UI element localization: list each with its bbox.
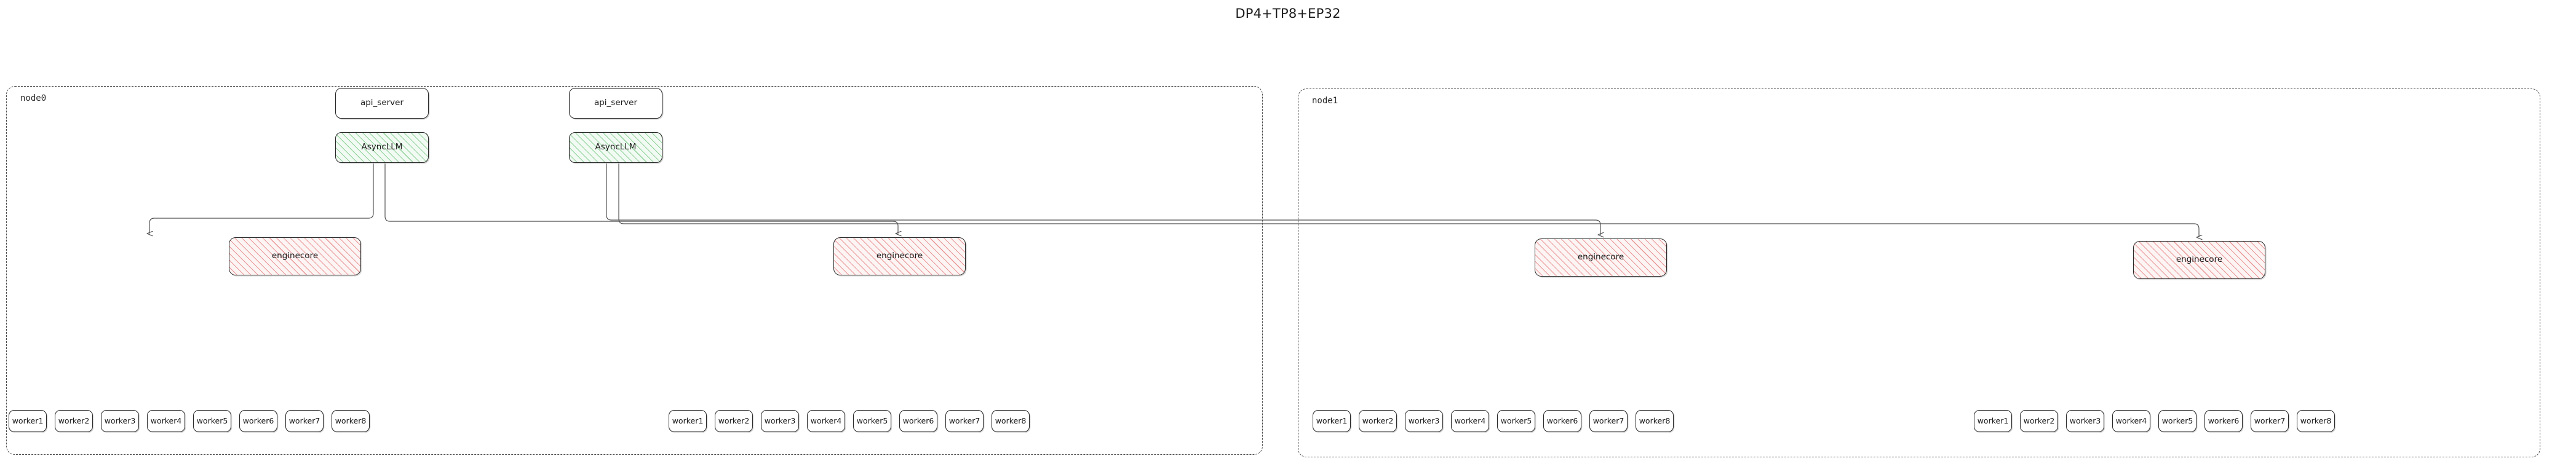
- worker-label: worker4: [810, 416, 842, 425]
- worker-wg2-worker4[interactable]: worker4: [1451, 410, 1489, 432]
- worker-wg2-worker6[interactable]: worker6: [1543, 410, 1581, 432]
- worker-wg0-worker3[interactable]: worker3: [101, 410, 139, 432]
- node-label-enginecore_2: enginecore: [1577, 252, 1624, 262]
- worker-wg2-worker1[interactable]: worker1: [1313, 410, 1351, 432]
- worker-wg3-worker7[interactable]: worker7: [2251, 410, 2289, 432]
- node-label-enginecore_3: enginecore: [2176, 254, 2223, 265]
- cluster-label-node1: node1: [1312, 96, 1338, 106]
- worker-label: worker5: [196, 416, 228, 425]
- worker-wg1-worker4[interactable]: worker4: [807, 410, 845, 432]
- worker-wg3-worker3[interactable]: worker3: [2066, 410, 2104, 432]
- worker-wg2-worker5[interactable]: worker5: [1497, 410, 1535, 432]
- worker-label: worker7: [2254, 416, 2286, 425]
- worker-wg2-worker8[interactable]: worker8: [1636, 410, 1674, 432]
- worker-label: worker6: [2208, 416, 2240, 425]
- worker-label: worker8: [335, 416, 367, 425]
- worker-label: worker1: [672, 416, 704, 425]
- worker-wg1-worker5[interactable]: worker5: [853, 410, 891, 432]
- worker-wg3-worker1[interactable]: worker1: [1974, 410, 2012, 432]
- worker-label: worker4: [150, 416, 182, 425]
- worker-label: worker8: [1639, 416, 1671, 425]
- worker-label: worker3: [2069, 416, 2101, 425]
- node-label-asyncllm_1: AsyncLLM: [595, 142, 637, 152]
- cluster-node0: node0: [6, 86, 1263, 455]
- worker-wg3-worker5[interactable]: worker5: [2158, 410, 2196, 432]
- worker-label: worker1: [12, 416, 44, 425]
- worker-label: worker3: [764, 416, 796, 425]
- worker-label: worker7: [288, 416, 320, 425]
- worker-wg0-worker5[interactable]: worker5: [193, 410, 231, 432]
- worker-label: worker8: [2300, 416, 2332, 425]
- node-asyncllm_1[interactable]: AsyncLLM: [569, 132, 662, 163]
- worker-label: worker1: [1977, 416, 2009, 425]
- worker-label: worker4: [2115, 416, 2147, 425]
- node-enginecore_3[interactable]: enginecore: [2133, 241, 2265, 279]
- node-label-asyncllm_0: AsyncLLM: [361, 142, 403, 152]
- worker-label: worker3: [1408, 416, 1440, 425]
- worker-wg0-worker8[interactable]: worker8: [332, 410, 370, 432]
- worker-label: worker5: [2161, 416, 2193, 425]
- node-api_server_0[interactable]: api_server: [335, 88, 429, 119]
- worker-label: worker2: [2023, 416, 2055, 425]
- worker-label: worker3: [104, 416, 136, 425]
- worker-label: worker7: [948, 416, 980, 425]
- node-label-api_server_1: api_server: [594, 98, 638, 108]
- worker-wg1-worker3[interactable]: worker3: [761, 410, 799, 432]
- worker-label: worker1: [1316, 416, 1348, 425]
- worker-label: worker4: [1454, 416, 1486, 425]
- cluster-label-node0: node0: [20, 93, 47, 103]
- node-enginecore_0[interactable]: enginecore: [229, 237, 361, 275]
- worker-label: worker6: [1546, 416, 1578, 425]
- cluster-node1: node1: [1298, 89, 2540, 457]
- node-asyncllm_0[interactable]: AsyncLLM: [335, 132, 429, 163]
- worker-wg2-worker2[interactable]: worker2: [1359, 410, 1397, 432]
- node-enginecore_2[interactable]: enginecore: [1535, 238, 1667, 277]
- worker-label: worker5: [1500, 416, 1532, 425]
- worker-wg3-worker2[interactable]: worker2: [2020, 410, 2058, 432]
- worker-label: worker2: [718, 416, 750, 425]
- worker-wg1-worker1[interactable]: worker1: [669, 410, 707, 432]
- worker-wg2-worker7[interactable]: worker7: [1589, 410, 1628, 432]
- node-label-api_server_0: api_server: [360, 98, 404, 108]
- worker-wg3-worker4[interactable]: worker4: [2112, 410, 2150, 432]
- worker-wg0-worker7[interactable]: worker7: [285, 410, 324, 432]
- node-api_server_1[interactable]: api_server: [569, 88, 662, 119]
- page-title: DP4+TP8+EP32: [1235, 6, 1341, 21]
- worker-label: worker5: [856, 416, 888, 425]
- worker-wg2-worker3[interactable]: worker3: [1405, 410, 1443, 432]
- worker-wg0-worker6[interactable]: worker6: [239, 410, 277, 432]
- worker-label: worker6: [242, 416, 274, 425]
- worker-wg3-worker6[interactable]: worker6: [2204, 410, 2243, 432]
- node-label-enginecore_1: enginecore: [876, 251, 923, 261]
- node-label-enginecore_0: enginecore: [271, 251, 319, 261]
- worker-label: worker6: [902, 416, 934, 425]
- worker-wg1-worker8[interactable]: worker8: [992, 410, 1030, 432]
- worker-wg3-worker8[interactable]: worker8: [2297, 410, 2335, 432]
- worker-wg1-worker6[interactable]: worker6: [899, 410, 937, 432]
- worker-wg1-worker7[interactable]: worker7: [945, 410, 984, 432]
- worker-wg1-worker2[interactable]: worker2: [715, 410, 753, 432]
- worker-wg0-worker2[interactable]: worker2: [55, 410, 93, 432]
- worker-wg0-worker4[interactable]: worker4: [147, 410, 185, 432]
- worker-label: worker2: [58, 416, 90, 425]
- worker-label: worker8: [995, 416, 1027, 425]
- node-enginecore_1[interactable]: enginecore: [833, 237, 966, 275]
- worker-label: worker2: [1362, 416, 1394, 425]
- worker-label: worker7: [1592, 416, 1624, 425]
- worker-wg0-worker1[interactable]: worker1: [9, 410, 47, 432]
